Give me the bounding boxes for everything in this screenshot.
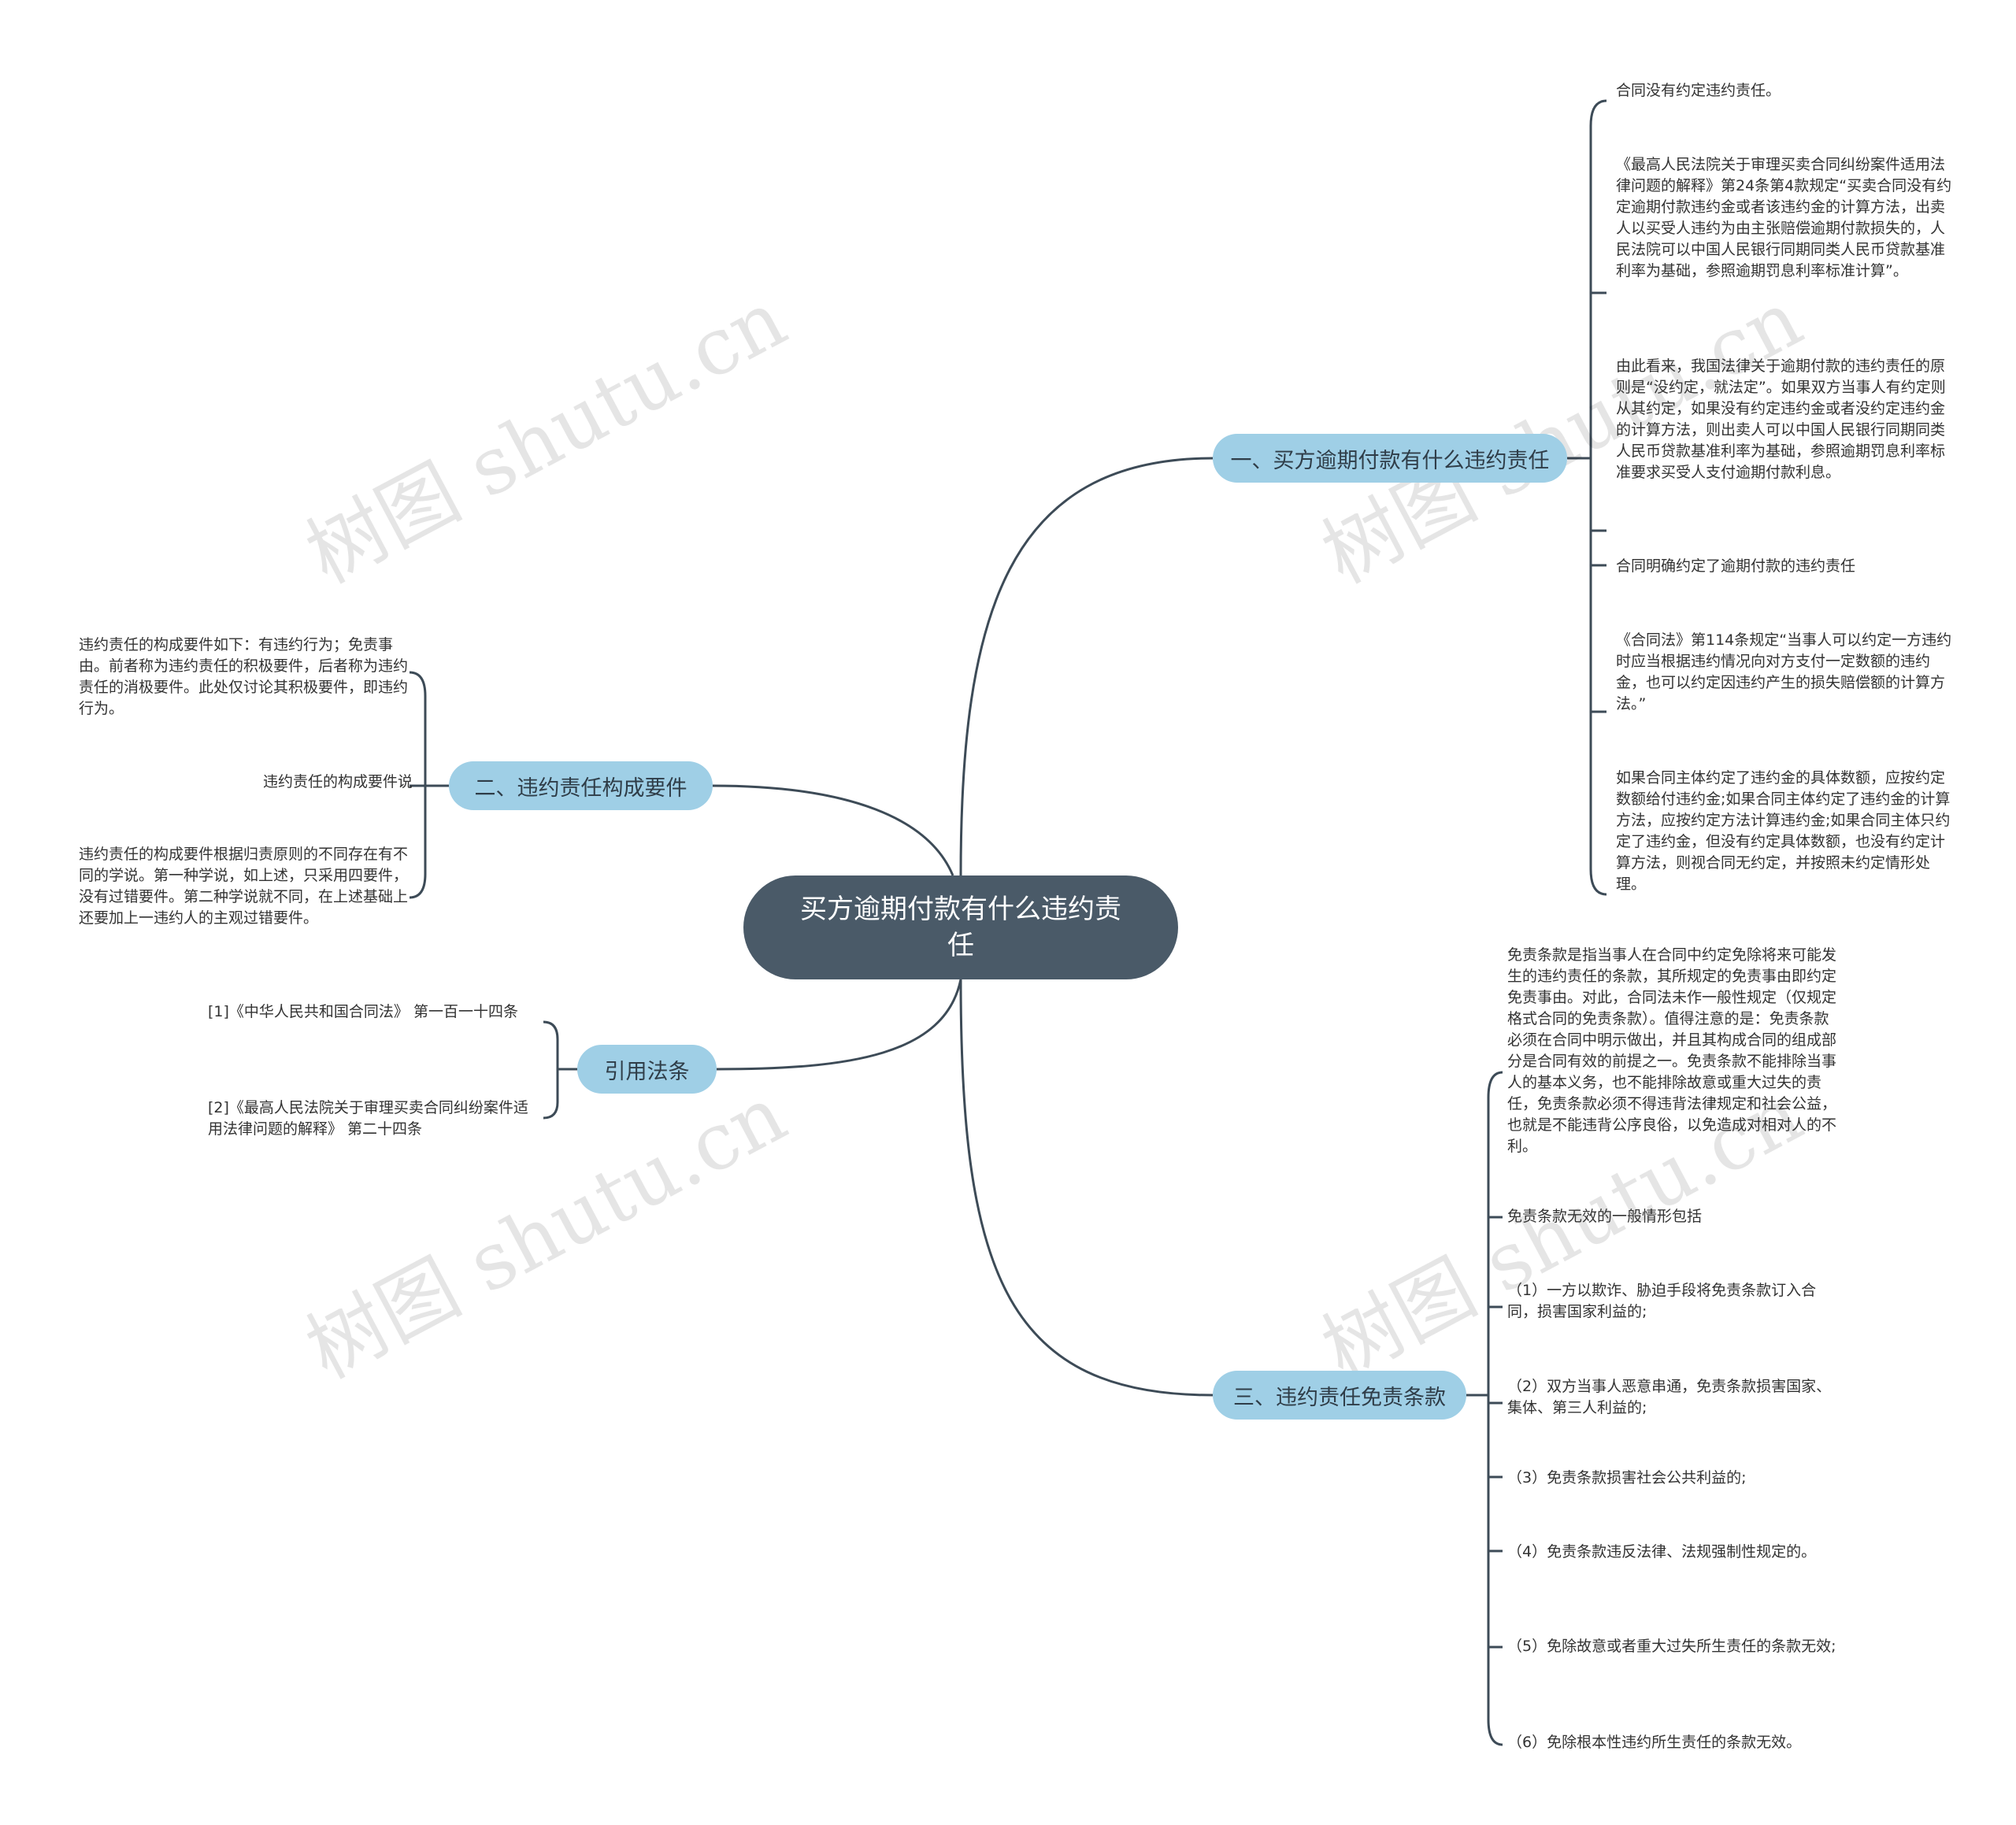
- leaf-b4-6: （4）免责条款违反法律、法规强制性规定的。: [1507, 1543, 1817, 1560]
- leaf-b4-1: 免责条款是指当事人在合同中约定免除将来可能发生的违约责任的条款，其所规定的免责事…: [1507, 946, 1837, 1155]
- leaf-b4-3: （1）一方以欺诈、胁迫手段将免责条款订入合同，损害国家利益的;: [1507, 1282, 1817, 1320]
- branch-exemption-clauses[interactable]: 三、违约责任免责条款: [1213, 1371, 1466, 1420]
- leaf-b1-2: 《最高人民法院关于审理买卖合同纠纷案件适用法律问题的解释》第24条第4款规定“买…: [1616, 156, 1952, 279]
- bracket-b4: [1487, 1071, 1503, 1746]
- leaf-b3-1: [1]《中华人民共和国合同法》 第一百一十四条: [208, 1003, 518, 1020]
- leaf-b3-2: [2]《最高人民法院关于审理买卖合同纠纷案件适用法律问题的解释》 第二十四条: [208, 1099, 528, 1138]
- leaf-b1-1: 合同没有约定违约责任。: [1616, 82, 1781, 99]
- leaf-b1-4: 合同明确约定了逾期付款的违约责任: [1616, 557, 1856, 575]
- leaf-b2-2: 违约责任的构成要件说: [262, 773, 413, 790]
- connector-root-b2: [712, 784, 954, 876]
- leaf-b2-3: 违约责任的构成要件根据归责原则的不同存在有不同的学说。第一种学说，如上述，只采用…: [79, 846, 409, 927]
- connector-root-b3: [716, 979, 962, 1071]
- leaf-b4-5: （3）免责条款损害社会公共利益的;: [1507, 1469, 1747, 1486]
- branch-cited-laws[interactable]: 引用法条: [577, 1045, 717, 1094]
- leaf-b4-4: （2）双方当事人恶意串通，免责条款损害国家、集体、第三人利益的;: [1507, 1378, 1832, 1416]
- connector-root-b4: [959, 979, 1214, 1397]
- branch-liability-elements[interactable]: 二、违约责任构成要件: [449, 761, 713, 810]
- leaf-b1-5: 《合同法》第114条规定“当事人可以约定一方违约时应当根据违约情况向对方支付一定…: [1616, 631, 1952, 713]
- bracket-b3: [543, 1020, 559, 1120]
- leaf-b4-2: 免责条款无效的一般情形包括: [1507, 1208, 1703, 1225]
- leaf-b4-7: （5）免除故意或者重大过失所生责任的条款无效;: [1507, 1638, 1836, 1655]
- leaf-b2-1: 违约责任的构成要件如下：有违约行为；免责事由。前者称为违约责任的积极要件，后者称…: [79, 636, 409, 717]
- branch-overdue-payment-liability[interactable]: 一、买方逾期付款有什么违约责任: [1213, 434, 1567, 483]
- bracket-b1: [1589, 99, 1607, 896]
- root-topic[interactable]: 买方逾期付款有什么违约责任: [743, 875, 1178, 979]
- leaf-b1-3: 由此看来，我国法律关于逾期付款的违约责任的原则是“没约定，就法定”。如果双方当事…: [1616, 357, 1946, 481]
- leaf-b1-6: 如果合同主体约定了违约金的具体数额，应按约定数额给付违约金;如果合同主体约定了违…: [1616, 769, 1951, 893]
- leaf-b4-8: （6）免除根本性违约所生责任的条款无效。: [1507, 1734, 1802, 1751]
- connector-root-b1: [959, 457, 1214, 876]
